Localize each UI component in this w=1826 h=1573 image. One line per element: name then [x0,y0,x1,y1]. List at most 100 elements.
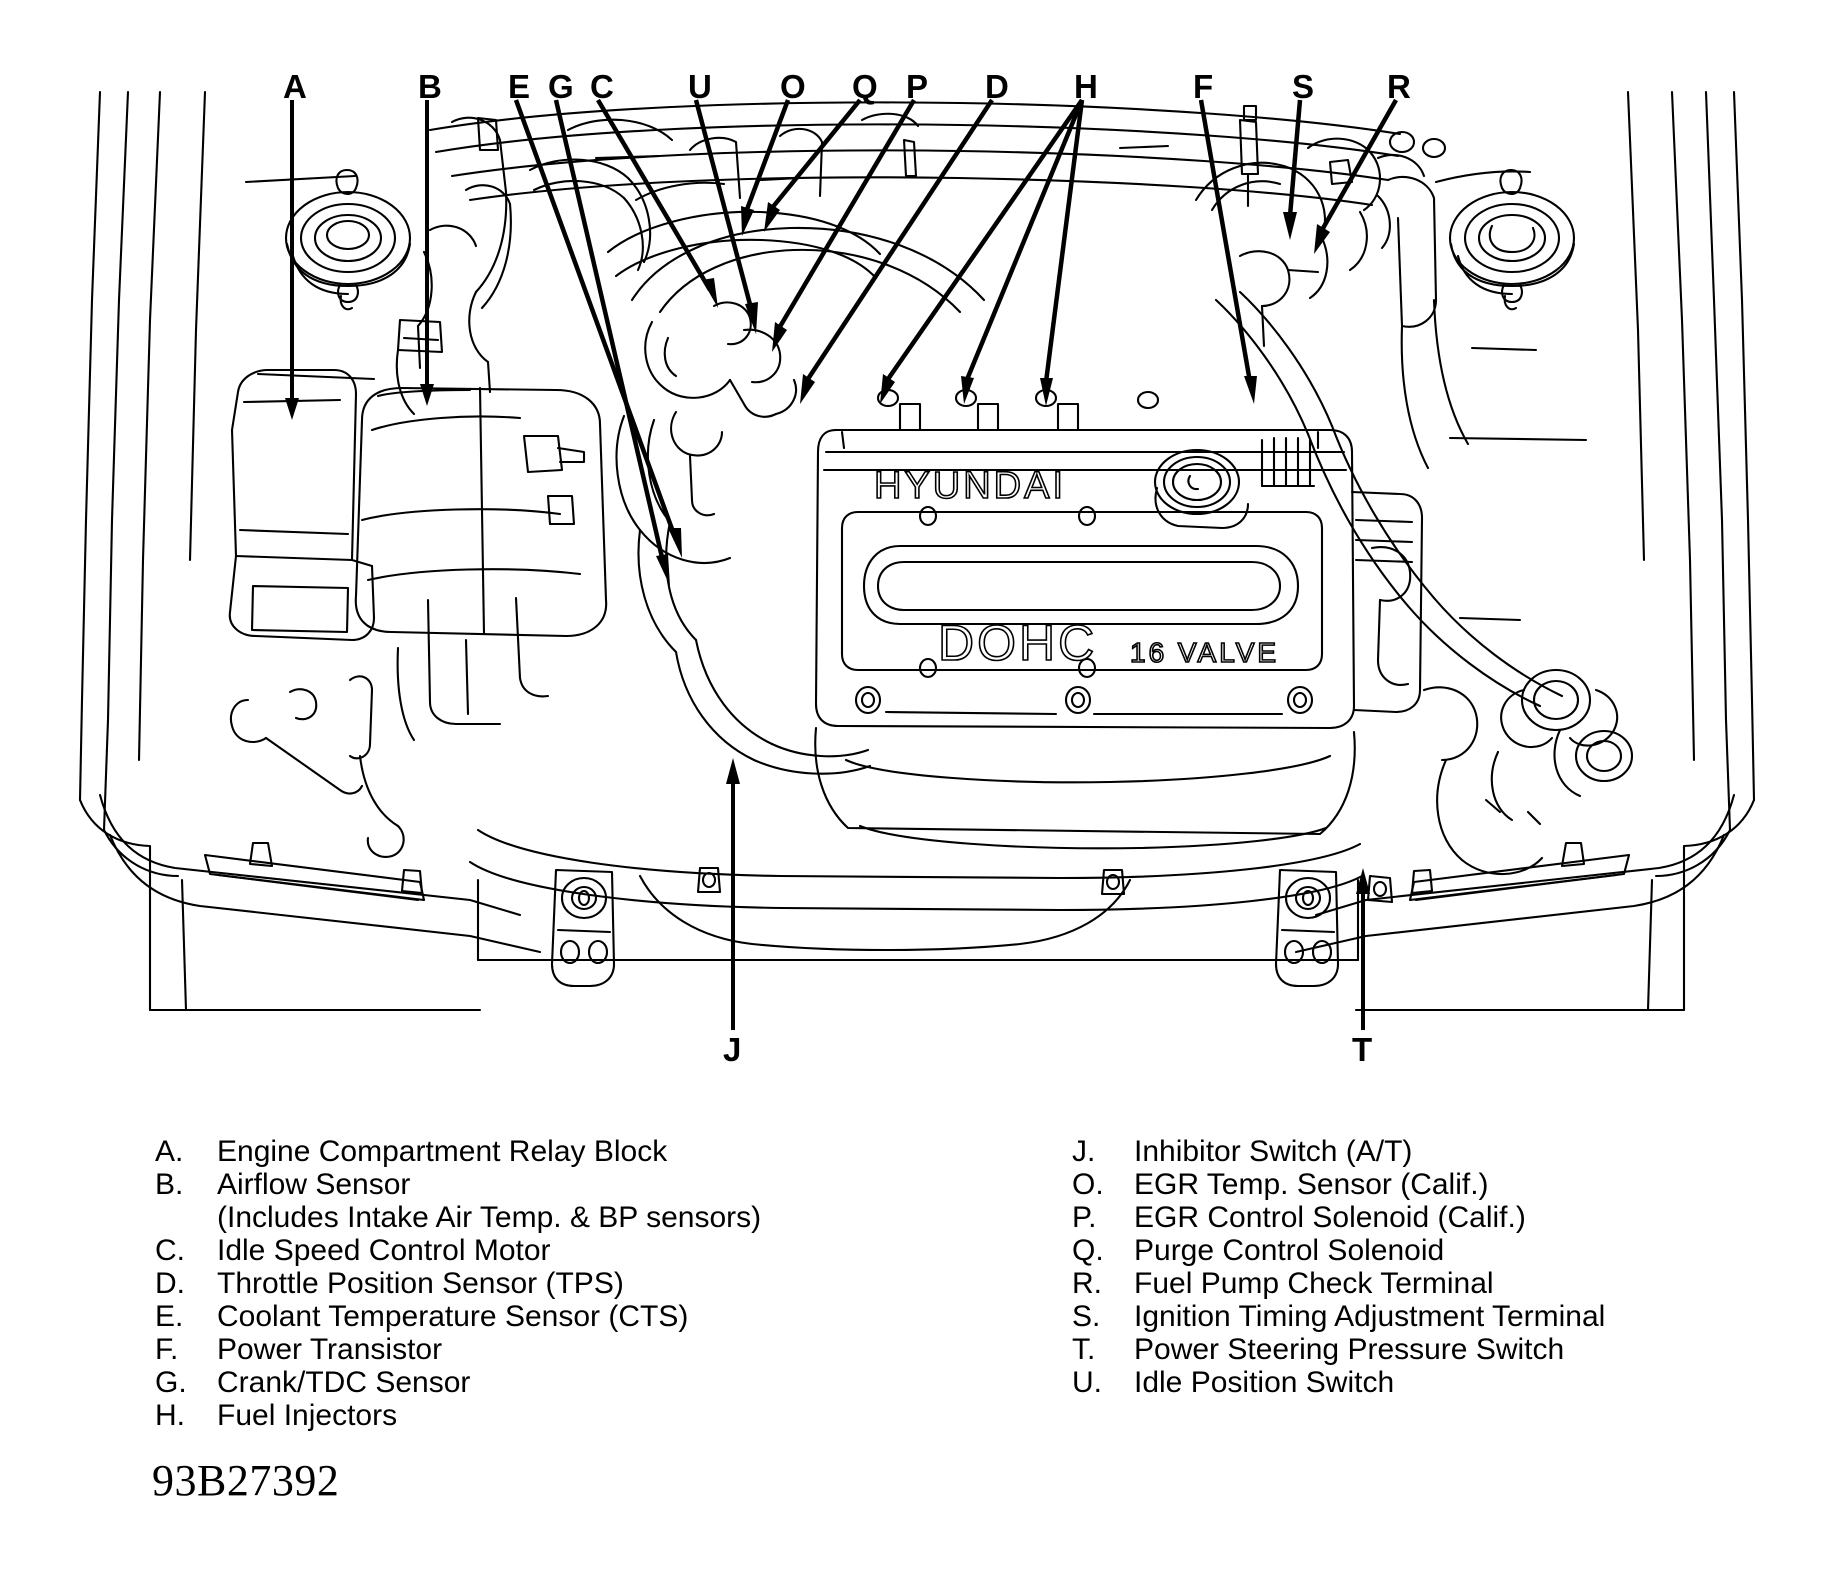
leader-arrowhead-g [656,554,670,586]
legend-text: EGR Control Solenoid (Calif.) [1134,1201,1526,1234]
leader-arrowhead-j [726,758,740,784]
callout-label-t: T [1352,1031,1373,1068]
legend-text: Idle Speed Control Motor [217,1234,551,1267]
callout-label-g: G [548,68,574,105]
legend-row: H. Fuel Injectors [155,1399,985,1432]
leader-line-e [513,99,679,541]
legend-text: Throttle Position Sensor (TPS) [217,1267,624,1300]
leader-arrowhead-a [285,398,299,420]
callout-label-r: R [1387,68,1411,105]
callout-label-u: U [688,68,712,105]
legend-text: (Includes Intake Air Temp. & BP sensors) [217,1201,762,1234]
callout-label-a: A [283,68,307,105]
legend-key: E. [155,1300,184,1333]
leader-arrowhead-f [1244,376,1257,404]
leader-line-q [770,98,862,210]
legend-key: S. [1072,1300,1101,1333]
leader-arrowhead-h3 [1040,378,1053,406]
legend-row: E. Coolant Temperature Sensor (CTS) [155,1300,985,1333]
legend-text: Coolant Temperature Sensor (CTS) [217,1300,689,1333]
legend-text: Inhibitor Switch (A/T) [1134,1135,1413,1168]
leader-arrowhead-p [772,322,787,352]
legend-key: T. [1072,1333,1096,1366]
leader-line-c [596,98,712,292]
leader-arrowhead-h1 [880,374,895,404]
engine-cover-valve-text: 16 VALVE [1130,637,1279,668]
callout-label-h: H [1074,68,1098,105]
leader-line-s [1287,99,1303,217]
legend-key: B. [155,1168,184,1201]
callout-label-e: E [508,68,531,105]
legend-key: F. [155,1333,179,1366]
legend-text: Engine Compartment Relay Block [217,1135,668,1168]
engine-cover-dohc-text: DOHC [938,615,1097,671]
callout-label-p: P [906,68,929,105]
callout-label-c: C [590,68,614,105]
figure-number: 93B27392 [152,1456,340,1505]
engine-cover-brand-text: HYUNDAI [874,465,1066,507]
leader-line-h3 [1043,99,1085,383]
leader-line-p [776,98,916,332]
legend-key: G. [155,1366,187,1399]
leader-line-f [1198,99,1253,383]
callout-label-o: O [780,68,806,105]
engine-bay-line-drawing: HYUNDAI DOHC 16 VALVE [78,90,1756,1030]
leader-line-h2 [963,99,1085,383]
leader-arrowhead-d [800,374,815,404]
leader-line-g [553,99,667,567]
legend-row: U.Idle Position Switch [1072,1366,1812,1399]
leader-arrowhead-s [1283,212,1297,240]
legend-row: R. Fuel Pump Check Terminal [1072,1267,1812,1300]
legend-row: A. Engine Compartment Relay Block [155,1135,985,1168]
legend-key: J. [1072,1135,1096,1168]
legend-row: O.EGR Temp. Sensor (Calif.) [1072,1168,1812,1201]
leader-line-h1 [884,98,1084,384]
legend-row: T. Power Steering Pressure Switch [1072,1333,1812,1366]
legend-row: D.Throttle Position Sensor (TPS) [155,1267,985,1300]
legend-key: A. [155,1135,184,1168]
leader-arrowhead-r [1314,224,1330,254]
legend-text: Power Transistor [217,1333,443,1366]
legend-row: J. Inhibitor Switch (A/T) [1072,1135,1812,1168]
callout-label-f: F [1193,68,1214,105]
legend-key: Q. [1072,1234,1104,1267]
leader-arrowhead-q [764,202,780,232]
leader-arrowhead-o [741,206,754,236]
legend-text: Crank/TDC Sensor [217,1366,471,1399]
leader-arrowhead-h2 [961,376,974,404]
legend-text: Fuel Pump Check Terminal [1134,1267,1494,1300]
callout-label-j: J [723,1031,742,1068]
leader-line-d [804,98,994,384]
callout-label-q: Q [852,68,878,105]
engine-compartment-figure: HYUNDAI DOHC 16 VALVE [78,68,1756,1068]
leader-arrowhead-e [668,528,682,558]
leader-arrowhead-u [745,302,758,334]
legend-key: O. [1072,1168,1104,1201]
legend-key: H. [155,1399,185,1432]
legend-text: Power Steering Pressure Switch [1134,1333,1565,1366]
leader-arrowhead-b [420,384,434,406]
leader-line-o [743,99,791,213]
legend-key: C. [155,1234,185,1267]
legend-row: F. Power Transistor [155,1333,985,1366]
legend-text: Purge Control Solenoid [1134,1234,1445,1267]
legend-key: P. [1072,1201,1097,1234]
legend-text: Ignition Timing Adjustment Terminal [1134,1300,1606,1333]
legend-key: R. [1072,1267,1102,1300]
legend-row: B. Airflow Sensor [155,1168,985,1201]
legend-column-right: J. Inhibitor Switch (A/T)O.EGR Temp. Sens… [1072,1135,1812,1399]
leader-line-u [693,99,755,313]
legend-row: (Includes Intake Air Temp. & BP sensors) [155,1201,985,1234]
legend-row: C. Idle Speed Control Motor [155,1234,985,1267]
leader-line-r [1320,98,1398,232]
legend-row: P. EGR Control Solenoid (Calif.) [1072,1201,1812,1234]
legend-row: G. Crank/TDC Sensor [155,1366,985,1399]
legend-text: Idle Position Switch [1134,1366,1395,1399]
callout-label-s: S [1292,68,1315,105]
legend-text: Airflow Sensor [217,1168,411,1201]
leader-arrowhead-c [702,278,718,308]
callout-label-b: B [418,68,442,105]
legend-text: Fuel Injectors [217,1399,398,1432]
